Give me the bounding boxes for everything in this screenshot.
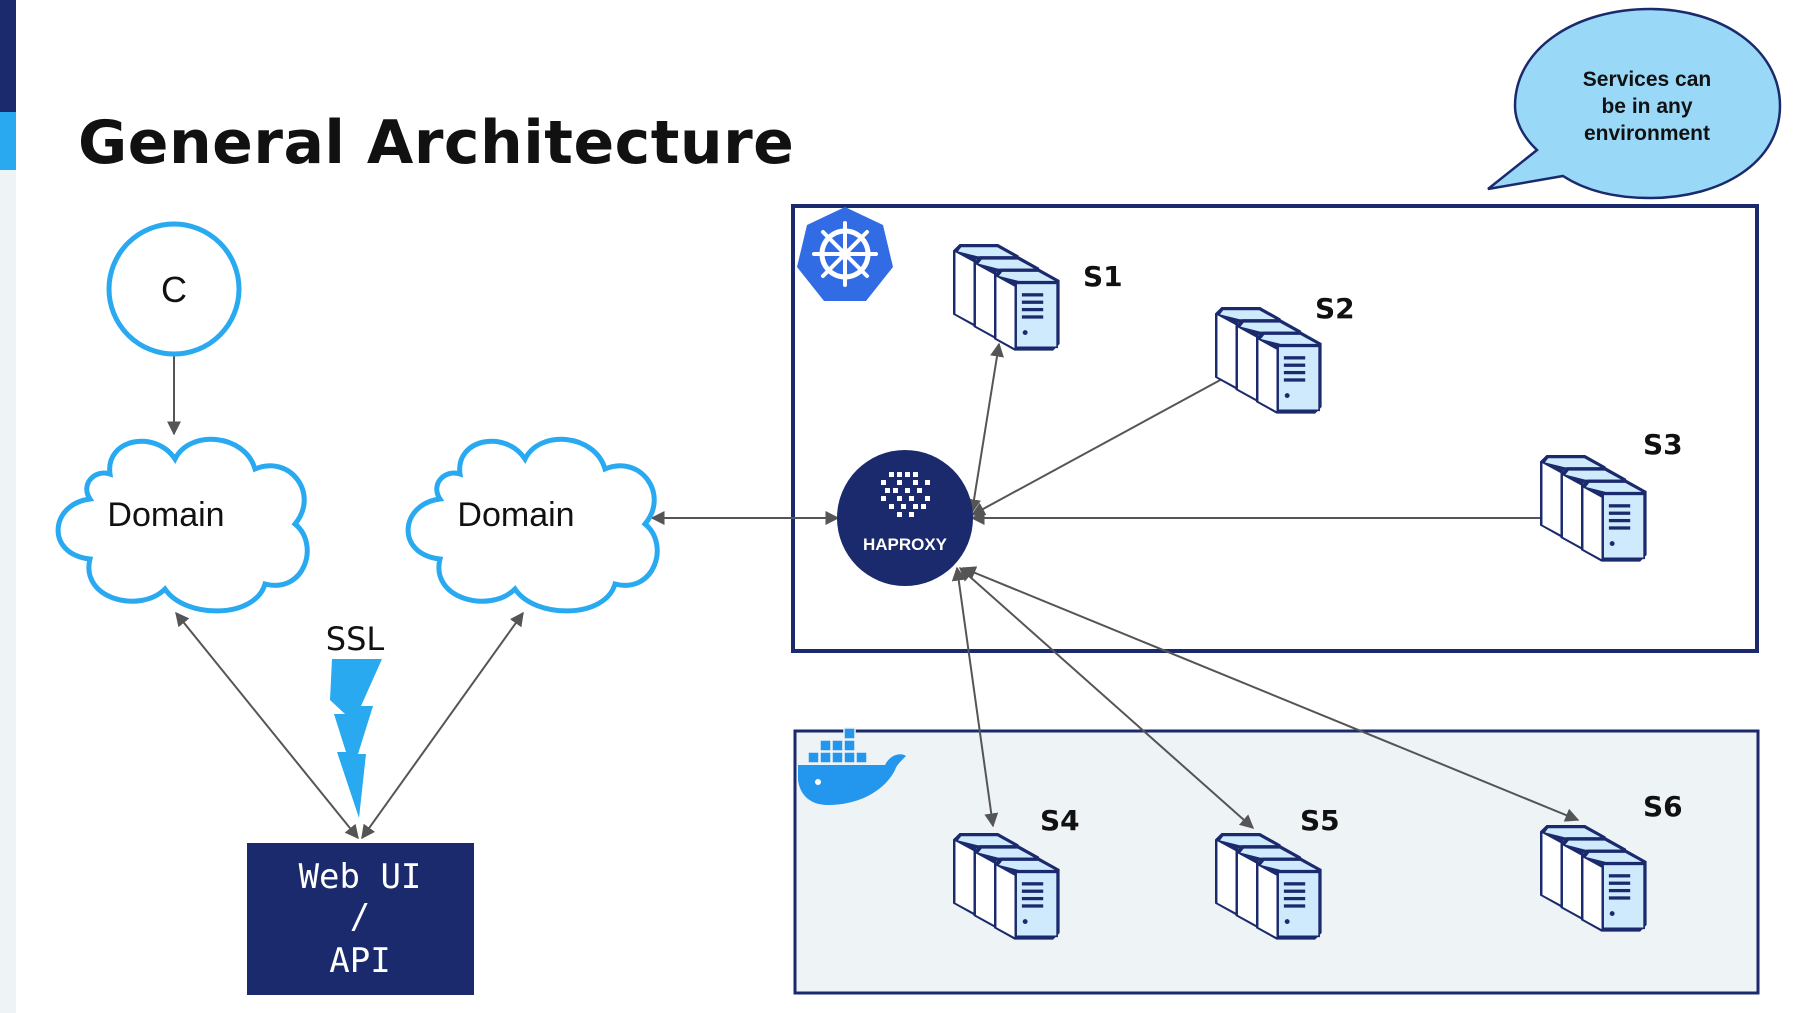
kubernetes-environment-box: [791, 204, 1759, 653]
ssl-lightning-icon: [330, 659, 382, 818]
service-s1-label: S1: [1083, 260, 1123, 293]
haproxy-s2-arrow: [970, 371, 1237, 516]
domain-label: Domain: [107, 496, 224, 534]
domain-cloud-2: Domain: [408, 439, 657, 611]
service-s5-label: S5: [1300, 804, 1340, 837]
service-s4-label: S4: [1040, 804, 1080, 837]
domain-webui-arrow-left: [175, 611, 359, 840]
service-s3-label: S3: [1643, 428, 1683, 461]
callout-line1: Services can: [1583, 68, 1711, 91]
domain-cloud-1: Domain: [58, 439, 307, 611]
haproxy-label: HAPROXY: [863, 535, 948, 554]
webui-api-box: Web UI / API: [247, 843, 474, 995]
service-s6-label: S6: [1643, 790, 1683, 823]
slide-accent-bar-dark: [0, 0, 16, 112]
callout-line3: environment: [1584, 122, 1710, 145]
domain-label: Domain: [457, 496, 574, 534]
slide-accent-bar-pale: [0, 170, 16, 1013]
webui-line3: API: [329, 941, 390, 981]
webui-line2: /: [350, 897, 370, 937]
ssl-label: SSL: [326, 620, 385, 658]
haproxy-s6-arrow: [961, 566, 1580, 822]
haproxy-node: HAPROXY: [837, 450, 973, 586]
docker-icon: [798, 727, 906, 805]
callout-line2: be in any: [1601, 95, 1692, 118]
client-node: C: [106, 221, 242, 357]
service-s2-label: S2: [1315, 292, 1355, 325]
page-title: General Architecture: [78, 108, 795, 178]
webui-line1: Web UI: [299, 857, 422, 897]
callout-bubble: Services can be in any environment: [1487, 7, 1782, 200]
haproxy-logo-icon: [881, 472, 930, 517]
slide-accent-bar-light: [0, 112, 16, 170]
client-label: C: [161, 269, 187, 310]
domain-webui-arrow-right: [361, 611, 524, 840]
kubernetes-icon: [797, 207, 893, 301]
